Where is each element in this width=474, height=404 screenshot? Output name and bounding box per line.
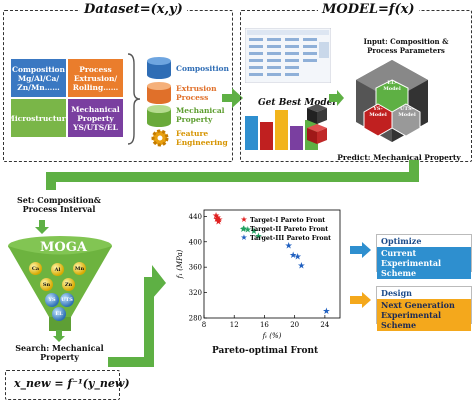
data-point-star: ★ — [297, 261, 305, 271]
hex-ys-label: YS-Model — [369, 106, 387, 118]
model-cubes-icon — [307, 104, 327, 144]
y-tick-label: 400 — [189, 238, 202, 246]
data-point-star: ★ — [322, 307, 330, 317]
hex-el-label: EL-Model — [383, 80, 401, 92]
design-body: Next Generation Experimental Scheme — [381, 300, 455, 330]
data-point-star: ★ — [214, 217, 222, 227]
formula-box — [5, 370, 120, 400]
element-mn: Mn — [73, 262, 86, 275]
composition-tile: Composition Mg/Al/Ca/ Zn/Mn…… — [10, 58, 67, 98]
x-tick-label: 8 — [202, 321, 206, 329]
x-tick-label: 12 — [230, 321, 239, 329]
search-down-arrow — [53, 330, 65, 342]
dataset-header: Dataset=(x,y) — [80, 3, 187, 17]
model-table-thumbnail — [245, 28, 331, 83]
legend-label: Target-I Pareto Front — [250, 217, 325, 224]
data-point-star: ★ — [213, 215, 221, 225]
predict-label: Predict: Mechanical Property — [337, 153, 461, 162]
model-header: MODEL=f(x) — [318, 3, 419, 17]
legend-composition: Composition — [176, 64, 229, 73]
y-tick-label: 360 — [189, 264, 202, 272]
legend-marker: ★ — [240, 233, 247, 242]
element-ca: Ca — [29, 262, 42, 275]
optimize-body: Current Experimental Scheme — [381, 248, 442, 278]
element-zn: Zn — [62, 278, 75, 291]
x-axis-label: fₜ (%) — [262, 332, 282, 340]
model-green-arrow — [329, 90, 344, 106]
x-tick-label: 20 — [290, 321, 299, 329]
property-uts: UTS — [60, 293, 74, 307]
dataset-brace — [127, 53, 141, 145]
data-point-star: ★ — [250, 227, 258, 237]
data-point-star: ★ — [254, 232, 262, 242]
legend-mechanical: Mechanical Property — [176, 106, 228, 124]
y-tick-label: 280 — [189, 315, 202, 323]
legend-marker: ★ — [240, 215, 247, 224]
dataset-to-model-arrow — [222, 88, 243, 108]
mechanical-cylinder-icon — [147, 105, 171, 127]
y-axis-label: f₁ (MPa) — [176, 249, 184, 279]
legend-extrusion-text: Extrusion Process — [176, 84, 217, 102]
y-tick-label: 320 — [189, 289, 202, 297]
plot-area — [203, 209, 341, 319]
element-al: Al — [51, 263, 64, 276]
property-ys: YS — [45, 293, 59, 307]
composition-cylinder-icon — [147, 57, 171, 79]
data-point-star: ★ — [239, 225, 247, 235]
set-down-arrow — [35, 220, 49, 234]
legend-feature: Feature Engineering — [176, 129, 228, 147]
search-label: Search: Mechanical Property — [15, 343, 104, 362]
legend-mechanical-text: Mechanical Property — [176, 106, 225, 124]
feature-gear-icon — [151, 129, 169, 147]
moga-to-chart-arrow — [108, 265, 166, 367]
model-to-moga-connector — [46, 160, 419, 190]
legend-marker: ★ — [240, 224, 247, 233]
model-hexagon-cluster — [356, 60, 428, 142]
optimize-bar: Current Experimental Scheme — [377, 247, 471, 279]
legend-label: Target-II Pareto Front — [250, 226, 328, 233]
legend-feature-text: Feature Engineering — [176, 129, 228, 147]
x-tick-label: 16 — [260, 321, 269, 329]
legend-label: Target-III Pareto Front — [250, 235, 331, 242]
x-tick-label: 24 — [320, 321, 329, 329]
chart-title: Pareto-optimal Front — [212, 346, 319, 356]
legend-extrusion: Extrusion Process — [176, 84, 228, 102]
optimize-title: Optimize — [381, 236, 422, 246]
data-point-star: ★ — [244, 226, 252, 236]
data-point-star: ★ — [285, 242, 293, 252]
design-arrow — [350, 292, 371, 308]
process-tile: Process Extrusion/ Rolling…… — [67, 58, 124, 98]
data-point-star: ★ — [214, 214, 222, 224]
property-el: EL — [52, 307, 66, 321]
design-bar: Next Generation Experimental Scheme — [377, 299, 471, 331]
input-label: Input: Composition & Process Parameters — [363, 37, 449, 55]
optimize-box: Optimize Current Experimental Scheme — [376, 234, 472, 279]
data-point-star: ★ — [294, 252, 302, 262]
data-point-star: ★ — [212, 212, 220, 222]
design-box: Design Next Generation Experimental Sche… — [376, 286, 472, 331]
formula-text: x_new = f⁻¹(y_new) — [14, 377, 130, 390]
design-title: Design — [381, 288, 412, 298]
data-point-star: ★ — [215, 216, 223, 226]
optimize-arrow — [350, 242, 371, 258]
hex-uts-label: UTS-Model — [398, 106, 416, 118]
data-point-star: ★ — [289, 251, 297, 261]
get-best-model-label: Get Best Model — [258, 98, 336, 108]
y-tick-label: 440 — [189, 213, 202, 221]
element-sn: Sn — [40, 278, 53, 291]
mechanical-property-tile: Mechanical Property YS/UTS/EL — [67, 98, 124, 138]
moga-title: MOGA — [40, 240, 87, 255]
extrusion-cylinder-icon — [147, 82, 171, 104]
set-label: Set: Composition& Process Interval — [16, 195, 102, 214]
microstructure-tile: Microstructure — [7, 98, 71, 138]
